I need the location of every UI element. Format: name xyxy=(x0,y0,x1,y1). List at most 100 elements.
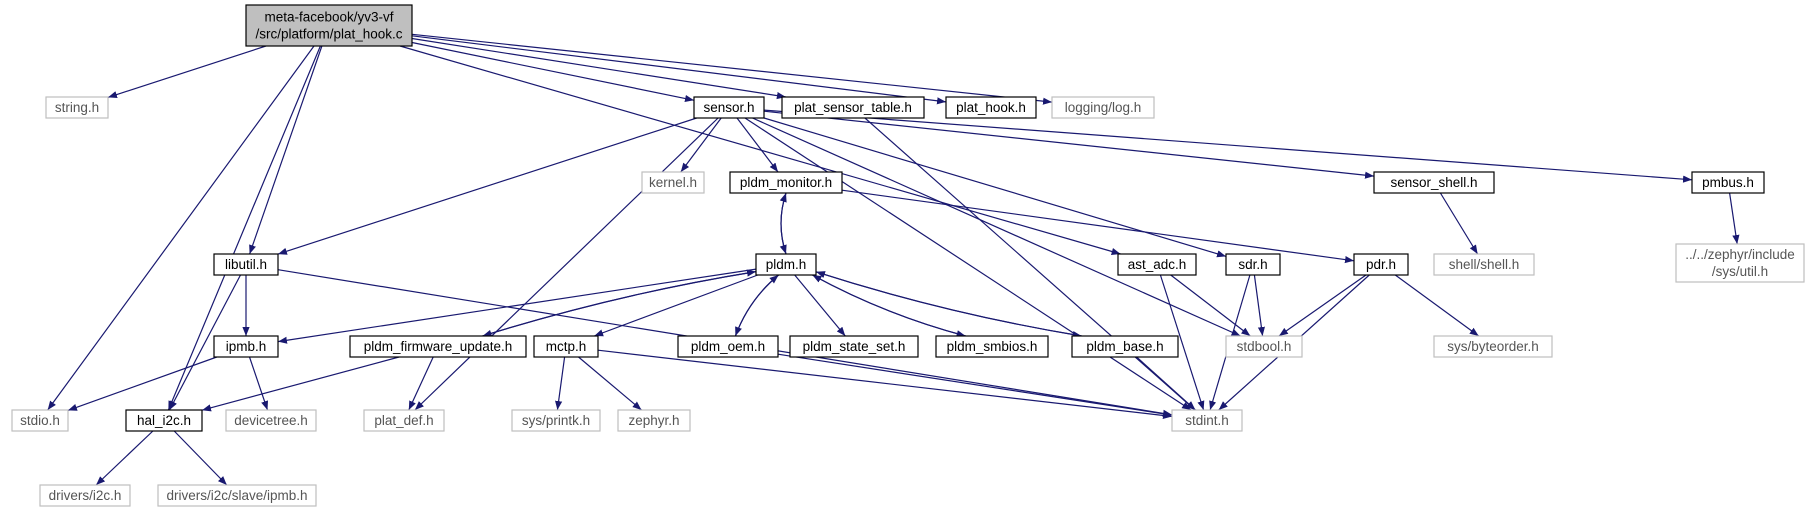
node-label: drivers/i2c/slave/ipmb.h xyxy=(166,488,307,503)
node-box xyxy=(125,409,203,432)
node-box xyxy=(729,171,843,194)
node-box xyxy=(693,96,765,119)
node-pldm-state-set-h[interactable]: pldm_state_set.h xyxy=(789,335,919,358)
node-box xyxy=(45,96,109,119)
node-box xyxy=(213,253,279,276)
node-hal-i2c-h[interactable]: hal_i2c.h xyxy=(125,409,203,432)
node-zephyr-h[interactable]: zephyr.h xyxy=(617,409,691,432)
node-pldm-oem-h[interactable]: pldm_oem.h xyxy=(677,335,779,358)
node-zephyr-util-h[interactable]: ../../zephyr/include/sys/util.h xyxy=(1675,243,1805,283)
node-label: stdio.h xyxy=(20,413,60,428)
edge-sensor_h-to-sdr_h xyxy=(763,117,1227,258)
edge-ast_adc_h-to-stdbool_h xyxy=(1170,274,1251,337)
node-box xyxy=(11,409,69,432)
edge-sensor_h-to-sensor_shell_h xyxy=(763,110,1375,179)
node-drivers-i2c-slave-ipmb-h[interactable]: drivers/i2c/slave/ipmb.h xyxy=(157,484,317,507)
node-box xyxy=(349,335,527,358)
node-ast-adc-h[interactable]: ast_adc.h xyxy=(1117,253,1197,276)
edge-pdr_h-to-stdbool_h xyxy=(1278,274,1367,337)
node-libutil-h[interactable]: libutil.h xyxy=(213,253,279,276)
edge-ipmb_h-to-stdio_h xyxy=(67,356,218,411)
node-sdr-h[interactable]: sdr.h xyxy=(1225,253,1281,276)
edge-ast_adc_h-to-stdint_h xyxy=(1159,274,1205,411)
edge-pldm_h-to-mctp_h xyxy=(593,274,759,337)
edge-pldm_h-to-pldm_state_set_h xyxy=(794,274,846,337)
edge-sensor_h-to-kernel_h xyxy=(680,117,722,173)
node-label: /src/platform/plat_hook.c xyxy=(255,27,402,42)
node-sys-byteorder-h[interactable]: sys/byteorder.h xyxy=(1433,335,1553,358)
edge-root-to-string_h xyxy=(107,45,267,99)
node-ipmb-h[interactable]: ipmb.h xyxy=(213,335,279,358)
node-pmbus-h[interactable]: pmbus.h xyxy=(1691,171,1765,194)
edge-sensor_shell_h-to-shell_shell_h xyxy=(1439,192,1479,255)
node-plat-hook-h[interactable]: plat_hook.h xyxy=(945,96,1037,119)
edge-pldm_firmware_update_h-to-hal_i2c_h xyxy=(201,356,400,412)
node-label: sensor.h xyxy=(703,100,754,115)
node-label: pldm_base.h xyxy=(1086,339,1163,354)
node-label: kernel.h xyxy=(649,175,697,190)
node-label: plat_sensor_table.h xyxy=(794,100,912,115)
node-box xyxy=(1225,335,1303,358)
edge-sensor_h-to-libutil_h xyxy=(277,117,697,255)
node-pldm-base-h[interactable]: pldm_base.h xyxy=(1071,335,1179,358)
edge-pldm_h-to-pldm_smbios_h xyxy=(812,274,966,338)
edge-pldm_oem_h-to-stdint_h xyxy=(777,353,1173,418)
node-box xyxy=(1433,253,1535,276)
node-kernel-h[interactable]: kernel.h xyxy=(641,171,705,194)
node-pldm-monitor-h[interactable]: pldm_monitor.h xyxy=(729,171,843,194)
node-label: pldm_oem.h xyxy=(691,339,765,354)
node-label: pldm.h xyxy=(766,257,807,272)
node-label: ast_adc.h xyxy=(1128,257,1187,272)
edge-root-to-plat_hook_h xyxy=(411,35,947,105)
node-box xyxy=(533,335,599,358)
edge-pldm_firmware_update_h-to-plat_def_h xyxy=(408,356,434,411)
edge-root-to-libutil_h xyxy=(249,45,323,255)
node-stdint-h[interactable]: stdint.h xyxy=(1171,409,1243,432)
node-shell-shell-h[interactable]: shell/shell.h xyxy=(1433,253,1535,276)
node-mctp-h[interactable]: mctp.h xyxy=(533,335,599,358)
node-stdbool-h[interactable]: stdbool.h xyxy=(1225,335,1303,358)
node-label: pldm_smbios.h xyxy=(947,339,1038,354)
node-label: meta-facebook/yv3-vf xyxy=(264,10,393,25)
node-plat-def-h[interactable]: plat_def.h xyxy=(363,409,445,432)
edge-pldm_oem_h-to-pldm_h xyxy=(734,274,779,337)
node-box xyxy=(755,253,817,276)
edge-pldm_firmware_update_h-to-pldm_h xyxy=(482,269,757,337)
node-box xyxy=(1433,335,1553,358)
edge-hal_i2c_h-to-drivers_i2c_h xyxy=(95,430,154,486)
node-label: drivers/i2c.h xyxy=(49,488,122,503)
node-label: logging/log.h xyxy=(1065,100,1142,115)
node-pldm-firmware-update-h[interactable]: pldm_firmware_update.h xyxy=(349,335,527,358)
edge-pldm_base_h-to-stdint_h xyxy=(1136,356,1196,411)
node-drivers-i2c-h[interactable]: drivers/i2c.h xyxy=(39,484,131,507)
node-logging-log-h[interactable]: logging/log.h xyxy=(1051,96,1155,119)
edge-libutil_h-to-hal_i2c_h xyxy=(168,274,242,411)
edge-pldm_base_h-to-pldm_h xyxy=(815,271,1082,337)
node-pldm-h[interactable]: pldm.h xyxy=(755,253,817,276)
edge-ipmb_h-to-devicetree_h xyxy=(248,356,269,411)
node-label: sensor_shell.h xyxy=(1390,175,1477,190)
node-label: sys/printk.h xyxy=(522,413,590,428)
node-box xyxy=(39,484,131,507)
node-box xyxy=(641,171,705,194)
node-box xyxy=(1373,171,1495,194)
node-sensor-h[interactable]: sensor.h xyxy=(693,96,765,119)
node-box xyxy=(617,409,691,432)
node-label: pmbus.h xyxy=(1702,175,1754,190)
edge-pldm_h-to-pldm_base_h xyxy=(815,271,1082,339)
node-sensor-shell-h[interactable]: sensor_shell.h xyxy=(1373,171,1495,194)
node-box xyxy=(1171,409,1243,432)
node-root[interactable]: meta-facebook/yv3-vf/src/platform/plat_h… xyxy=(245,4,413,47)
node-box xyxy=(1117,253,1197,276)
node-pdr-h[interactable]: pdr.h xyxy=(1353,253,1409,276)
node-devicetree-h[interactable]: devicetree.h xyxy=(225,409,317,432)
node-string-h[interactable]: string.h xyxy=(45,96,109,119)
node-sys-printk-h[interactable]: sys/printk.h xyxy=(511,409,601,432)
node-stdio-h[interactable]: stdio.h xyxy=(11,409,69,432)
node-pldm-smbios-h[interactable]: pldm_smbios.h xyxy=(935,335,1049,358)
node-plat-sensor-table-h[interactable]: plat_sensor_table.h xyxy=(781,96,925,119)
node-box xyxy=(1071,335,1179,358)
node-box xyxy=(213,335,279,358)
node-label: plat_hook.h xyxy=(956,100,1026,115)
